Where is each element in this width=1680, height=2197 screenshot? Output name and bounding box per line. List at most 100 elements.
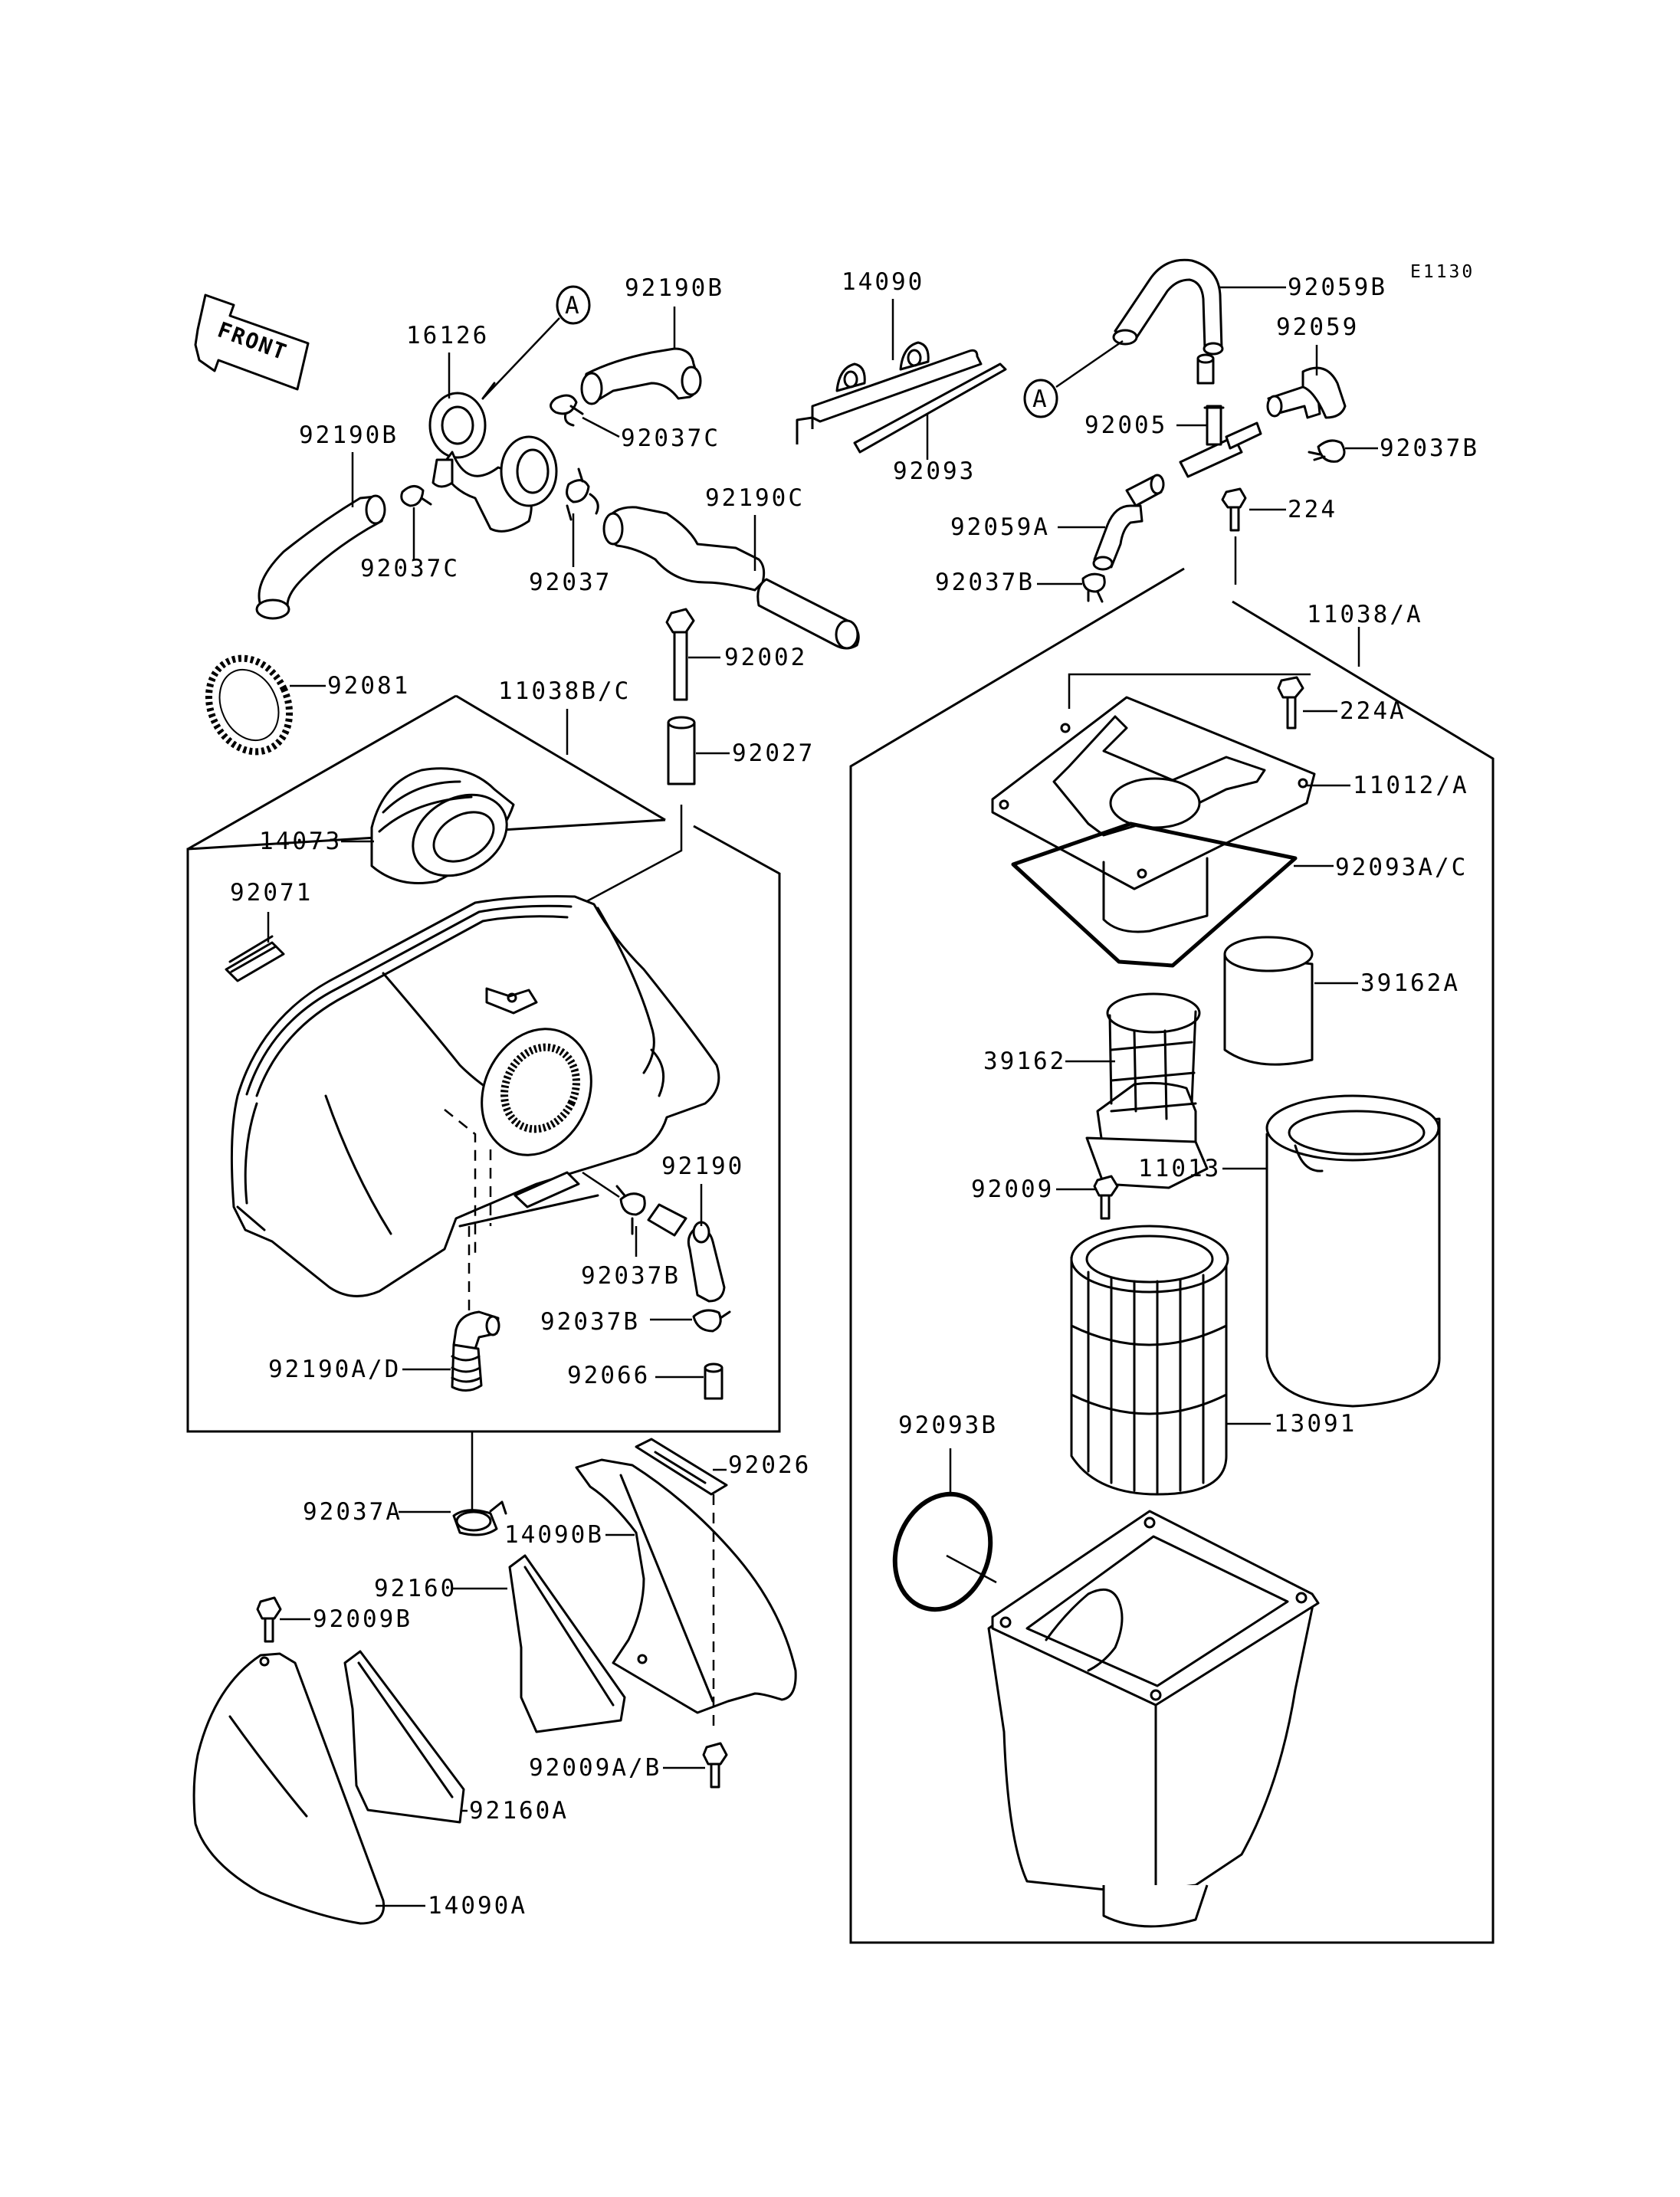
tube-small: [1196, 353, 1215, 385]
screw-224: [1221, 487, 1247, 532]
bolt-92009ab: [702, 1742, 728, 1789]
clamp-92037a: [452, 1500, 507, 1536]
label-92009: 92009: [971, 1176, 1054, 1203]
label-92005: 92005: [1084, 412, 1167, 439]
label-39162a: 39162A: [1360, 969, 1460, 997]
assembly-box-11038bc: [186, 818, 781, 1433]
label-92190c: 92190C: [705, 484, 805, 512]
front-arrow-icon: FRONT: [194, 293, 310, 391]
ref-marker-a-right: A: [1023, 379, 1058, 418]
joint-92005: [1179, 405, 1262, 478]
hose-92059b: [1112, 258, 1224, 356]
label-92037c-right: 92037C: [621, 425, 720, 452]
duct-14073: [370, 767, 515, 884]
label-92009ab: 92009A/B: [529, 1754, 661, 1782]
label-92059b: 92059B: [1288, 274, 1387, 301]
label-92037: 92037: [529, 569, 612, 596]
label-92093b: 92093B: [898, 1412, 998, 1439]
bolt-92002: [665, 608, 695, 701]
left-air-box: [230, 895, 720, 1297]
label-11038bc: 11038B/C: [498, 677, 631, 705]
label-92190ad: 92190A/D: [268, 1356, 401, 1383]
assembly-box-11038bc-top: [187, 694, 457, 851]
oring-92093b: [892, 1491, 993, 1612]
label-11012a: 11012/A: [1353, 772, 1469, 799]
pad-92160: [508, 1554, 626, 1733]
label-14090: 14090: [842, 268, 924, 296]
label-92037b-mid: 92037B: [935, 569, 1035, 596]
label-11013: 11013: [1138, 1155, 1221, 1182]
drain-elbow-92190ad: [451, 1310, 500, 1392]
label-11038a: 11038/A: [1307, 601, 1423, 628]
diagram-code: E1130: [1410, 262, 1475, 282]
clamp-92037b-top: [1308, 439, 1346, 463]
pad-92160a: [343, 1650, 465, 1824]
bracket-plate-14090b: [575, 1458, 797, 1714]
label-92002: 92002: [724, 644, 807, 671]
collar-92027: [667, 716, 696, 785]
label-14073: 14073: [259, 828, 342, 855]
label-92066: 92066: [567, 1362, 650, 1389]
label-92037b-low: 92037B: [581, 1262, 681, 1290]
label-92160: 92160: [374, 1575, 457, 1602]
label-92160a: 92160A: [469, 1797, 569, 1825]
label-92093: 92093: [893, 457, 976, 485]
bracket-14090: [796, 341, 983, 444]
label-92059a: 92059A: [950, 513, 1050, 541]
hose-92059a: [1092, 474, 1165, 571]
label-92037c-left: 92037C: [360, 555, 460, 582]
label-14090a: 14090A: [428, 1892, 527, 1920]
label-13091: 13091: [1274, 1410, 1357, 1438]
filter-element-11013: [1265, 1094, 1441, 1408]
cover-plate-11012a: [991, 696, 1316, 933]
label-92037a: 92037A: [303, 1498, 402, 1526]
clamp-92037c-right: [550, 394, 584, 427]
label-92037b-top: 92037B: [1380, 434, 1479, 462]
label-92190b-left: 92190B: [299, 421, 399, 449]
screw-224a: [1277, 676, 1304, 730]
ref-marker-a-left-text: A: [565, 292, 582, 320]
ref-marker-a-right-text: A: [1032, 385, 1049, 413]
hose-92190: [647, 1203, 726, 1303]
ref-marker-a-left: A: [556, 285, 591, 325]
hose-92190b-top: [580, 347, 702, 405]
bolt-92009: [1093, 1175, 1119, 1220]
clamp-92037b-low2: [692, 1309, 731, 1333]
label-92093ac: 92093A/C: [1335, 854, 1468, 881]
label-92081: 92081: [327, 672, 410, 700]
clamp-92037c-left: [400, 485, 432, 507]
label-92190: 92190: [661, 1153, 744, 1180]
hose-92190b-left: [255, 494, 386, 620]
gasket-92093ac: [1011, 821, 1298, 968]
clamp-92037: [566, 467, 599, 521]
strip-92093: [853, 362, 1007, 454]
cage-39162: [1085, 992, 1209, 1189]
cage-13091: [1070, 1225, 1229, 1496]
clip-92071: [225, 935, 285, 982]
air-valve-16126: [428, 382, 558, 533]
label-14090b: 14090B: [504, 1521, 604, 1549]
spring-92081: [205, 654, 294, 756]
air-cleaner-housing: [987, 1510, 1320, 1928]
grommet-92026: [635, 1438, 728, 1496]
assembly-box-11038bc-right: [455, 694, 666, 821]
label-224: 224: [1288, 496, 1337, 523]
label-92059: 92059: [1276, 313, 1359, 341]
label-224a: 224A: [1340, 697, 1406, 725]
label-92027: 92027: [732, 739, 815, 767]
bolt-92009b: [256, 1596, 282, 1643]
hose-92190c: [602, 506, 860, 650]
label-92071: 92071: [230, 879, 313, 907]
label-92009b: 92009B: [313, 1605, 412, 1633]
hose-92059: [1266, 366, 1347, 419]
sleeve-39162a: [1223, 936, 1314, 1066]
label-92037b-low2: 92037B: [540, 1308, 640, 1336]
cover-14090a: [192, 1652, 386, 1925]
assembly-box-11038a: [849, 567, 1495, 1944]
clamp-92037b-mid: [1081, 572, 1106, 603]
clamp-92037b-low: [615, 1185, 646, 1235]
plug-92066: [704, 1362, 724, 1400]
label-92190b-top: 92190B: [625, 274, 724, 302]
label-39162: 39162: [983, 1048, 1066, 1075]
